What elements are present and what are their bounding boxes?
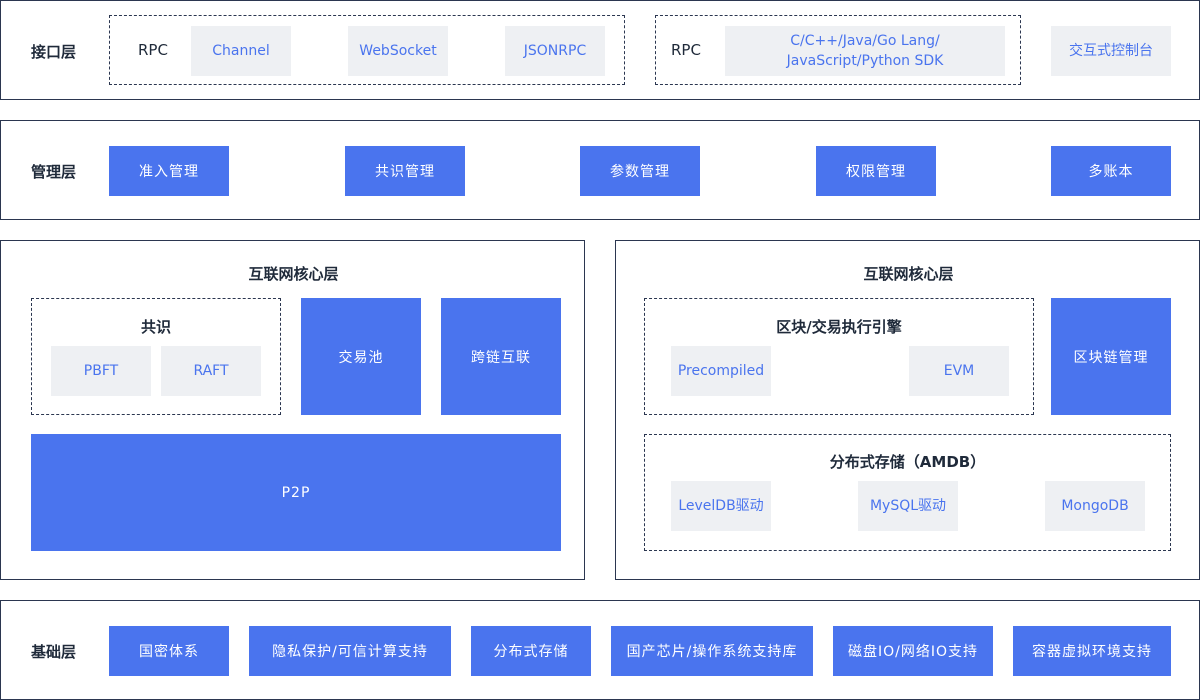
- rpc-group-1: [109, 15, 625, 85]
- consensus-group: [31, 298, 281, 415]
- p2p-box: P2P: [31, 434, 561, 551]
- rpc-group-2: [655, 15, 1021, 85]
- cross-chain-box: 跨链互联: [441, 298, 561, 415]
- rpc-group-1-label: RPC: [138, 41, 168, 59]
- sdk-box: C/C++/Java/Go Lang/ JavaScript/Python SD…: [725, 26, 1005, 76]
- core-left-title: 互联网核心层: [248, 265, 339, 283]
- management-layer-title: 管理层: [31, 163, 77, 181]
- admission-mgmt-box: 准入管理: [109, 146, 229, 196]
- management-layer-panel: 管理层 准入管理 共识管理 参数管理 权限管理 多账本: [0, 120, 1200, 220]
- domestic-chip-box: 国产芯片/操作系统支持库: [611, 626, 813, 676]
- mongodb-box: MongoDB: [1045, 481, 1145, 531]
- core-layer-left-panel: 互联网核心层 共识 PBFT RAFT 交易池 跨链互联 P2P: [0, 240, 585, 580]
- sdk-line-2: JavaScript/Python SDK: [786, 53, 944, 69]
- param-mgmt-box: 参数管理: [580, 146, 700, 196]
- consensus-mgmt-box: 共识管理: [345, 146, 465, 196]
- sdk-line-1: C/C++/Java/Go Lang/: [790, 33, 940, 49]
- consensus-title: 共识: [140, 318, 171, 336]
- chain-mgmt-box: 区块链管理: [1051, 298, 1171, 415]
- interface-layer-title: 接口层: [31, 43, 77, 61]
- multi-ledger-box: 多账本: [1051, 146, 1171, 196]
- privacy-box: 隐私保护/可信计算支持: [249, 626, 451, 676]
- core-layer-right-panel: 互联网核心层 区块/交易执行引擎 Precompiled EVM 区块链管理 分…: [615, 240, 1200, 580]
- distributed-storage-box: 分布式存储: [471, 626, 591, 676]
- storage-title: 分布式存储（AMDB）: [829, 453, 986, 471]
- base-layer-panel: 基础层 国密体系 隐私保护/可信计算支持 分布式存储 国产芯片/操作系统支持库 …: [0, 600, 1200, 700]
- engine-group: [644, 298, 1034, 415]
- pbft-box: PBFT: [51, 346, 151, 396]
- evm-box: EVM: [909, 346, 1009, 396]
- storage-group: [644, 434, 1171, 551]
- websocket-box: WebSocket: [348, 26, 448, 76]
- permission-mgmt-box: 权限管理: [816, 146, 936, 196]
- container-box: 容器虚拟环境支持: [1013, 626, 1171, 676]
- console-box: 交互式控制台: [1051, 26, 1171, 76]
- channel-box: Channel: [191, 26, 291, 76]
- mysql-box: MySQL驱动: [858, 481, 958, 531]
- base-layer-title: 基础层: [31, 643, 77, 661]
- io-support-box: 磁盘IO/网络IO支持: [833, 626, 993, 676]
- tx-pool-box: 交易池: [301, 298, 421, 415]
- engine-title: 区块/交易执行引擎: [776, 318, 902, 336]
- rpc-group-2-label: RPC: [671, 41, 701, 59]
- leveldb-box: LevelDB驱动: [671, 481, 771, 531]
- raft-box: RAFT: [161, 346, 261, 396]
- precompiled-box: Precompiled: [671, 346, 771, 396]
- interface-layer-panel: 接口层 RPC Channel WebSocket JSONRPC RPC C/…: [0, 0, 1200, 100]
- core-right-title: 互联网核心层: [863, 265, 954, 283]
- national-crypto-box: 国密体系: [109, 626, 229, 676]
- jsonrpc-box: JSONRPC: [505, 26, 605, 76]
